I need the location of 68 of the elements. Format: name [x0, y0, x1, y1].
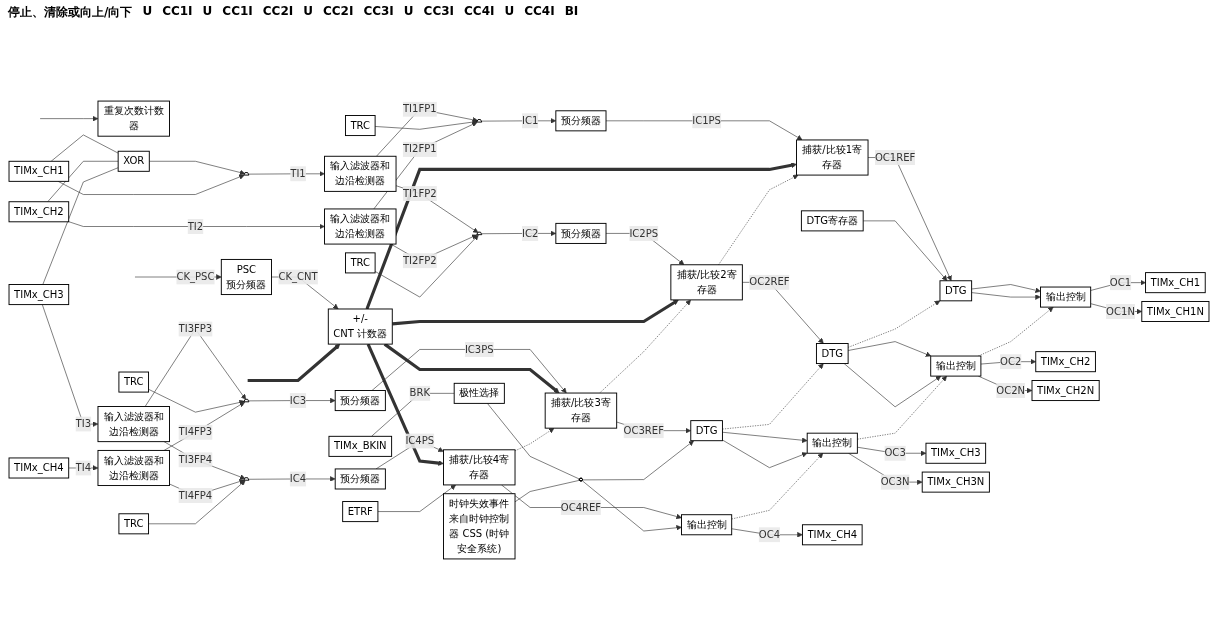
block-box: 捕获/比较2寄存器 — [670, 264, 743, 301]
block-box: ETRF — [342, 501, 379, 523]
block-box: TRC — [345, 252, 376, 274]
block-box: TIMx_BKIN — [328, 435, 393, 457]
block-box: 捕获/比较4寄存器 — [443, 449, 516, 486]
block-box: XOR — [117, 150, 150, 172]
block-box: DTG — [939, 280, 973, 302]
signal-label: CC1I — [162, 4, 193, 20]
multiplexer-symbol — [243, 172, 250, 176]
signal-label: CC2I — [262, 4, 294, 20]
block-box: DTG — [690, 420, 723, 442]
multiplexer-symbol — [243, 398, 250, 403]
block-box: TIMx_CH2 — [1035, 351, 1096, 373]
block-box: 输出控制 — [681, 514, 733, 536]
block-box: TIMx_CH1 — [8, 160, 70, 182]
block-box: 输出控制 — [806, 432, 858, 454]
block-box: 预分频器 — [555, 110, 607, 132]
block-box: TIMx_CH2N — [1031, 380, 1100, 402]
block-box: TIMx_CH4 — [801, 524, 863, 546]
signal-label: BI — [564, 4, 579, 20]
multiplexer-symbol — [476, 231, 483, 236]
signal-label: CC3I — [363, 4, 394, 20]
arrow — [247, 343, 341, 383]
signal-label: U — [403, 4, 414, 20]
block-box: TIMx_CH4 — [8, 457, 70, 479]
arrow — [365, 162, 797, 310]
block-box: 输入滤波器和边沿检测器 — [97, 406, 170, 443]
block-box: TRC — [118, 371, 149, 393]
block-box: TIMx_CH3N — [921, 471, 990, 493]
block-box: 捕获/比较1寄存器 — [796, 139, 869, 176]
block-box: 输出控制 — [930, 355, 982, 377]
block-box: TRC — [118, 513, 149, 535]
block-box: 输出控制 — [1040, 286, 1092, 308]
block-box: 预分频器 — [334, 468, 386, 490]
block-box: TIMx_CH3 — [8, 284, 70, 306]
signal-label: U — [142, 4, 153, 20]
signal-label: U — [504, 4, 515, 20]
block-box: DTG — [816, 343, 849, 365]
arrow — [392, 299, 679, 326]
block-box: TIMx_CH3 — [925, 442, 987, 464]
multiplexer-symbol — [243, 477, 250, 481]
signal-label: CC4I — [464, 4, 495, 20]
arrow — [366, 343, 444, 466]
or-gate — [578, 477, 583, 482]
block-box: 时钟失效事件来自时钟控制器 CSS (时钟安全系统) — [443, 493, 516, 560]
block-box: 重复次数计数器 — [97, 100, 170, 137]
block-box: +/- CNT 计数器 — [327, 308, 393, 345]
block-box: 极性选择 — [453, 382, 505, 404]
block-box: 捕获/比较3寄存器 — [544, 392, 618, 429]
signal-label: CC3I — [423, 4, 454, 20]
block-box: 预分频器 — [555, 222, 607, 244]
block-box: TIMx_CH1N — [1141, 301, 1210, 322]
block-box: TIMx_CH2 — [8, 201, 70, 223]
signal-label: U — [303, 4, 313, 20]
block-box: TRC — [345, 115, 376, 137]
signal-label: 停止、清除或向上/向下 — [8, 4, 133, 21]
block-box: 输入滤波器和边沿检测器 — [324, 208, 397, 245]
block-box: DTG寄存器 — [800, 210, 864, 232]
signal-label: CC4I — [524, 4, 555, 20]
block-box: 输入滤波器和边沿检测器 — [324, 155, 397, 192]
signal-label: CC2I — [322, 4, 354, 20]
signal-label: U — [202, 4, 213, 20]
block-box: 输入滤波器和边沿检测器 — [97, 449, 170, 487]
block-box: 预分频器 — [334, 390, 386, 412]
block-box: TIMx_CH1 — [1145, 272, 1206, 294]
multiplexer-symbol — [476, 119, 483, 123]
block-box: PSC 预分频器 — [220, 258, 272, 296]
signal-label: CC1I — [222, 4, 253, 20]
